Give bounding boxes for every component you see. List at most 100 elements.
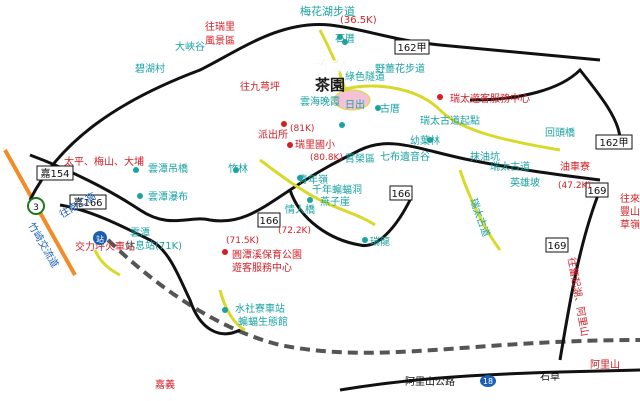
svg-text:許家: 許家 bbox=[315, 58, 345, 76]
shield-166-center: 166 bbox=[389, 185, 413, 201]
pin bbox=[307, 197, 313, 203]
pin bbox=[137, 193, 143, 199]
pin bbox=[339, 122, 345, 128]
label-ruitai-trail: 瑞太古道 bbox=[490, 160, 530, 173]
label-km472: (47.2K) bbox=[558, 181, 591, 191]
label-ruitai-center: 瑞太遊客服務中心 bbox=[450, 92, 530, 105]
red-pins bbox=[222, 94, 443, 255]
shield-169-lower: 169 bbox=[545, 237, 569, 253]
shield-162-jia-right: 162甲 bbox=[595, 134, 633, 150]
pin bbox=[133, 167, 139, 173]
svg-text:站: 站 bbox=[96, 234, 104, 244]
label-to-chiayi: 嘉義 bbox=[155, 378, 175, 391]
label-police: 派出所 bbox=[258, 128, 288, 141]
road-alishan bbox=[339, 368, 640, 392]
trail-yuntan bbox=[93, 249, 121, 277]
label-km715: (71.5K) bbox=[226, 236, 259, 246]
label-yuntan-pubu: 雲潭瀑布 bbox=[148, 191, 188, 203]
label-jiaoli-station: 交力坪火車站 bbox=[75, 240, 135, 253]
road-169 bbox=[558, 189, 602, 361]
pin bbox=[337, 34, 343, 40]
label-bat-museum: 蝙蝠生態館 bbox=[238, 315, 288, 328]
label-qingren-qiao: 情人橋 bbox=[285, 203, 315, 216]
label-lushi-trail: 綠色隧道 bbox=[345, 70, 385, 83]
label-fengshan: 豐山 bbox=[620, 205, 640, 218]
label-sunrise: 日出 bbox=[345, 98, 365, 111]
teal-pins bbox=[133, 34, 433, 313]
pin bbox=[222, 307, 228, 313]
label-youlin: 幼葉林 bbox=[410, 134, 440, 147]
label-km365: (36.5K) bbox=[340, 15, 377, 26]
label-alishan-road: 往奮起湖、阿里山 bbox=[565, 256, 592, 337]
pin bbox=[437, 94, 443, 100]
pin bbox=[297, 175, 303, 181]
label-shuishe: 水社寮車站 bbox=[235, 302, 285, 315]
label-to-alishan: 阿里山 bbox=[590, 359, 620, 371]
trail-qingnian bbox=[259, 158, 376, 227]
label-park-center: 遊客服務中心 bbox=[232, 261, 292, 274]
label-to-jiuqiongping: 往九芎坪 bbox=[240, 80, 280, 93]
pin bbox=[287, 142, 293, 148]
road-jia166 bbox=[59, 203, 241, 336]
pin bbox=[222, 249, 228, 255]
label-huilong-qiao: 回頭橋 bbox=[545, 126, 575, 139]
svg-text:162甲: 162甲 bbox=[599, 138, 628, 149]
tea-garden-highlight bbox=[333, 89, 371, 111]
label-yanzi-ya: 燕子崖 bbox=[320, 196, 350, 208]
shield-166-bottom: 166 bbox=[257, 212, 281, 228]
label-qingnian-ling: 青年嶺 bbox=[298, 173, 328, 186]
label-ruitai-trailhead: 瑞太古道起點 bbox=[420, 114, 480, 127]
trail-ruitai-ancient bbox=[458, 169, 502, 251]
label-cao-ling: 草嶺 bbox=[620, 219, 640, 231]
svg-text:166: 166 bbox=[391, 189, 410, 200]
svg-text:169: 169 bbox=[587, 186, 606, 197]
label-to-laiji: 往來吉 bbox=[620, 192, 640, 205]
label-yuntan-diaoqiao: 雲潭吊橋 bbox=[148, 162, 188, 175]
label-yuntan: 雲潭 bbox=[130, 227, 150, 239]
label-rest-station: 休息站(71K) bbox=[125, 239, 182, 252]
shield-jia154: 嘉154 bbox=[36, 165, 74, 181]
svg-text:茶園: 茶園 bbox=[315, 76, 345, 94]
label-qibu: 七布遺音谷 bbox=[380, 150, 430, 163]
label-scenic-area: 風景區 bbox=[205, 35, 235, 47]
shield-162-jia-top: 162甲 bbox=[394, 39, 430, 55]
label-daxiagu: 大峽谷 bbox=[175, 40, 205, 53]
road-166 bbox=[288, 189, 412, 247]
pin bbox=[342, 39, 348, 45]
label-ruili-school: 瑞里國小 bbox=[295, 139, 335, 151]
svg-text:166: 166 bbox=[259, 216, 278, 227]
label-km808: (80.8K) bbox=[310, 153, 343, 163]
label-youche-liao: 油車寮 bbox=[560, 160, 590, 173]
trail-shuishe bbox=[218, 289, 246, 332]
label-taiping: 太平、梅山、大埔 bbox=[64, 155, 144, 168]
shield-route-3: 3 bbox=[27, 197, 45, 215]
label-ruitai-ancient: 瑞太古道 bbox=[467, 197, 493, 239]
shield-jia166: 嘉166 bbox=[69, 194, 107, 210]
shield-169-right: 169 bbox=[585, 182, 609, 198]
label-qiannian-bat: 千年蝙蝠洞 bbox=[312, 183, 362, 196]
svg-text:162甲: 162甲 bbox=[397, 43, 426, 54]
label-zhulin: 竹林 bbox=[228, 162, 248, 175]
svg-text:169: 169 bbox=[547, 241, 566, 252]
label-yunying: 霄榮區 bbox=[345, 152, 375, 165]
label-gucuo: 古厝 bbox=[380, 102, 400, 115]
trail-meihua bbox=[318, 29, 347, 91]
svg-text:嘉154: 嘉154 bbox=[40, 167, 69, 180]
pin bbox=[375, 105, 381, 111]
label-shijiao: 石厝 bbox=[335, 33, 355, 45]
pin bbox=[233, 167, 239, 173]
pin bbox=[427, 137, 433, 143]
shield-route-18: 18 bbox=[480, 375, 496, 387]
label-km81: (81K) bbox=[290, 124, 314, 134]
tea-garden-logo: 許家 茶園 bbox=[315, 58, 346, 94]
label-to-ruili: 往瑞里 bbox=[205, 20, 235, 33]
trail-ruitai bbox=[339, 84, 561, 152]
label-cloud-sea: 雲海晚霞 bbox=[300, 95, 340, 108]
label-km723: (72.2K) bbox=[278, 226, 311, 236]
pin bbox=[281, 121, 287, 127]
label-alishan-hwy: 阿里山公路 bbox=[405, 375, 455, 388]
svg-text:3: 3 bbox=[33, 203, 39, 213]
label-shizhuo: 石卓 bbox=[540, 371, 560, 383]
